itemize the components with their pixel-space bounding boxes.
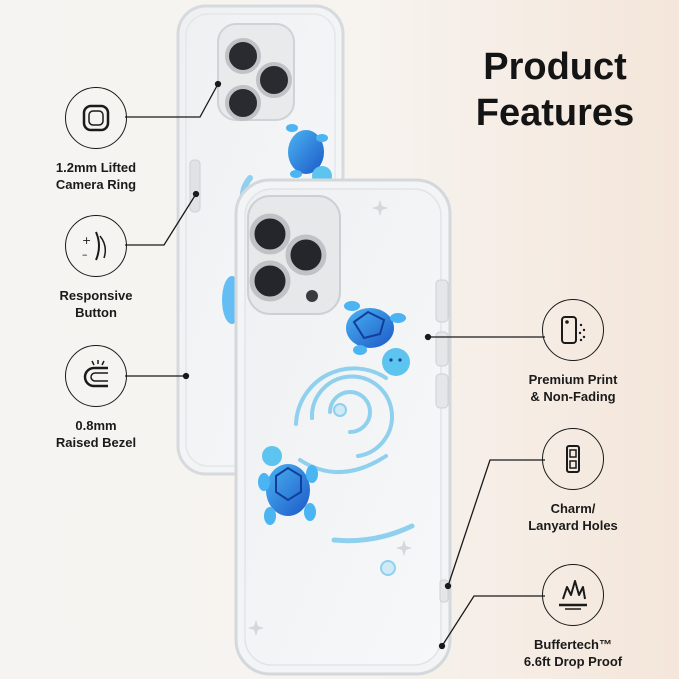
turtle-graphic — [258, 446, 318, 525]
svg-text:–: – — [82, 248, 88, 261]
drop-proof-icon — [542, 564, 604, 626]
premium-print-icon — [542, 299, 604, 361]
lanyard-hole-icon — [542, 428, 604, 490]
feature-label-line-1: Charm/ — [550, 501, 596, 516]
feature-camera-ring: 1.2mm Lifted Camera Ring — [46, 87, 146, 193]
feature-label-line-2: Camera Ring — [55, 177, 137, 192]
feature-responsive-button: +– Responsive Button — [46, 215, 146, 321]
feature-label-line-2: Lanyard Holes — [528, 518, 618, 533]
raised-bezel-icon — [65, 345, 127, 407]
callout-lines — [125, 80, 545, 650]
turtle-graphic — [344, 301, 410, 376]
feature-label-line-1: 1.2mm Lifted — [55, 160, 137, 175]
feature-label-line-1: Responsive — [59, 288, 133, 303]
feature-label-line-2: Button — [75, 305, 117, 320]
water-swirl-graphic — [294, 366, 415, 544]
feature-lanyard-holes: Charm/ Lanyard Holes — [523, 428, 623, 534]
page-title: Product Features — [455, 44, 655, 136]
title-line-1: Product — [483, 46, 627, 88]
feature-raised-bezel: 0.8mm Raised Bezel — [46, 345, 146, 451]
svg-text:+: + — [82, 234, 91, 247]
camera-ring-icon — [65, 87, 127, 149]
title-line-2: Features — [475, 92, 635, 134]
feature-label-line-2: 6.6ft Drop Proof — [523, 654, 623, 669]
feature-label-line-2: & Non-Fading — [530, 389, 616, 404]
feature-label-line-2: Raised Bezel — [55, 435, 137, 450]
feature-premium-print: Premium Print & Non-Fading — [523, 299, 623, 405]
front-phone-case — [234, 178, 452, 676]
feature-label-line-1: Premium Print — [528, 372, 618, 387]
turtle-graphic — [286, 124, 332, 186]
feature-label-line-1: 0.8mm — [75, 418, 117, 433]
feature-drop-proof: Buffertech™ 6.6ft Drop Proof — [523, 564, 623, 670]
feature-label-line-1: Buffertech™ — [533, 637, 612, 652]
responsive-button-icon: +– — [65, 215, 127, 277]
